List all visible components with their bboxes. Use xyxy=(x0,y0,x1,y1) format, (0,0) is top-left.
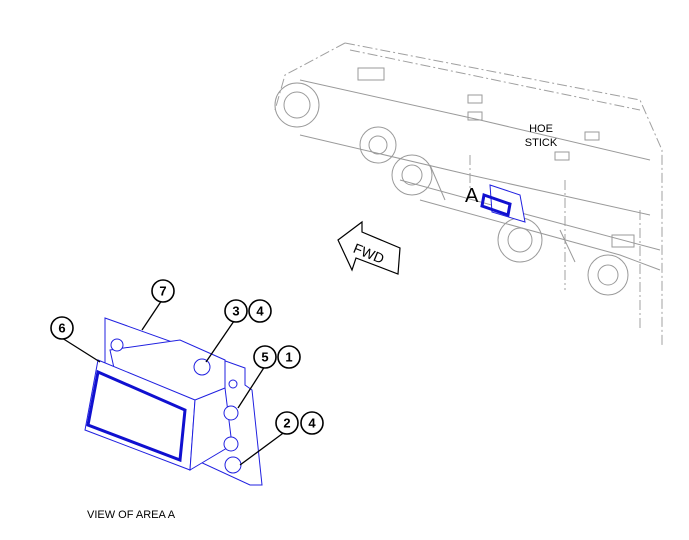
callout-4a: 4 xyxy=(248,299,272,323)
callout-5: 5 xyxy=(253,345,277,369)
area-marker-label: A xyxy=(465,185,479,207)
hoe-label-line1: HOE xyxy=(529,123,553,135)
fwd-arrow-icon: FWD xyxy=(337,220,401,275)
svg-text:6: 6 xyxy=(58,321,65,336)
svg-text:4: 4 xyxy=(308,416,316,431)
svg-text:2: 2 xyxy=(283,416,290,431)
detail-caption: VIEW OF AREA A xyxy=(87,509,176,521)
callout-4b: 4 xyxy=(300,411,324,435)
module-detail xyxy=(84,317,263,486)
svg-text:7: 7 xyxy=(159,284,166,299)
hoe-label-line2: STICK xyxy=(525,137,558,149)
area-a-module xyxy=(480,184,526,223)
callout-7: 7 xyxy=(151,279,175,303)
svg-text:1: 1 xyxy=(285,350,292,365)
callout-3: 3 xyxy=(224,299,248,323)
svg-text:3: 3 xyxy=(232,304,239,319)
svg-text:4: 4 xyxy=(256,304,264,319)
svg-text:5: 5 xyxy=(261,350,268,365)
callout-1: 1 xyxy=(277,345,301,369)
callout-2: 2 xyxy=(275,411,299,435)
callout-6: 6 xyxy=(50,316,74,340)
